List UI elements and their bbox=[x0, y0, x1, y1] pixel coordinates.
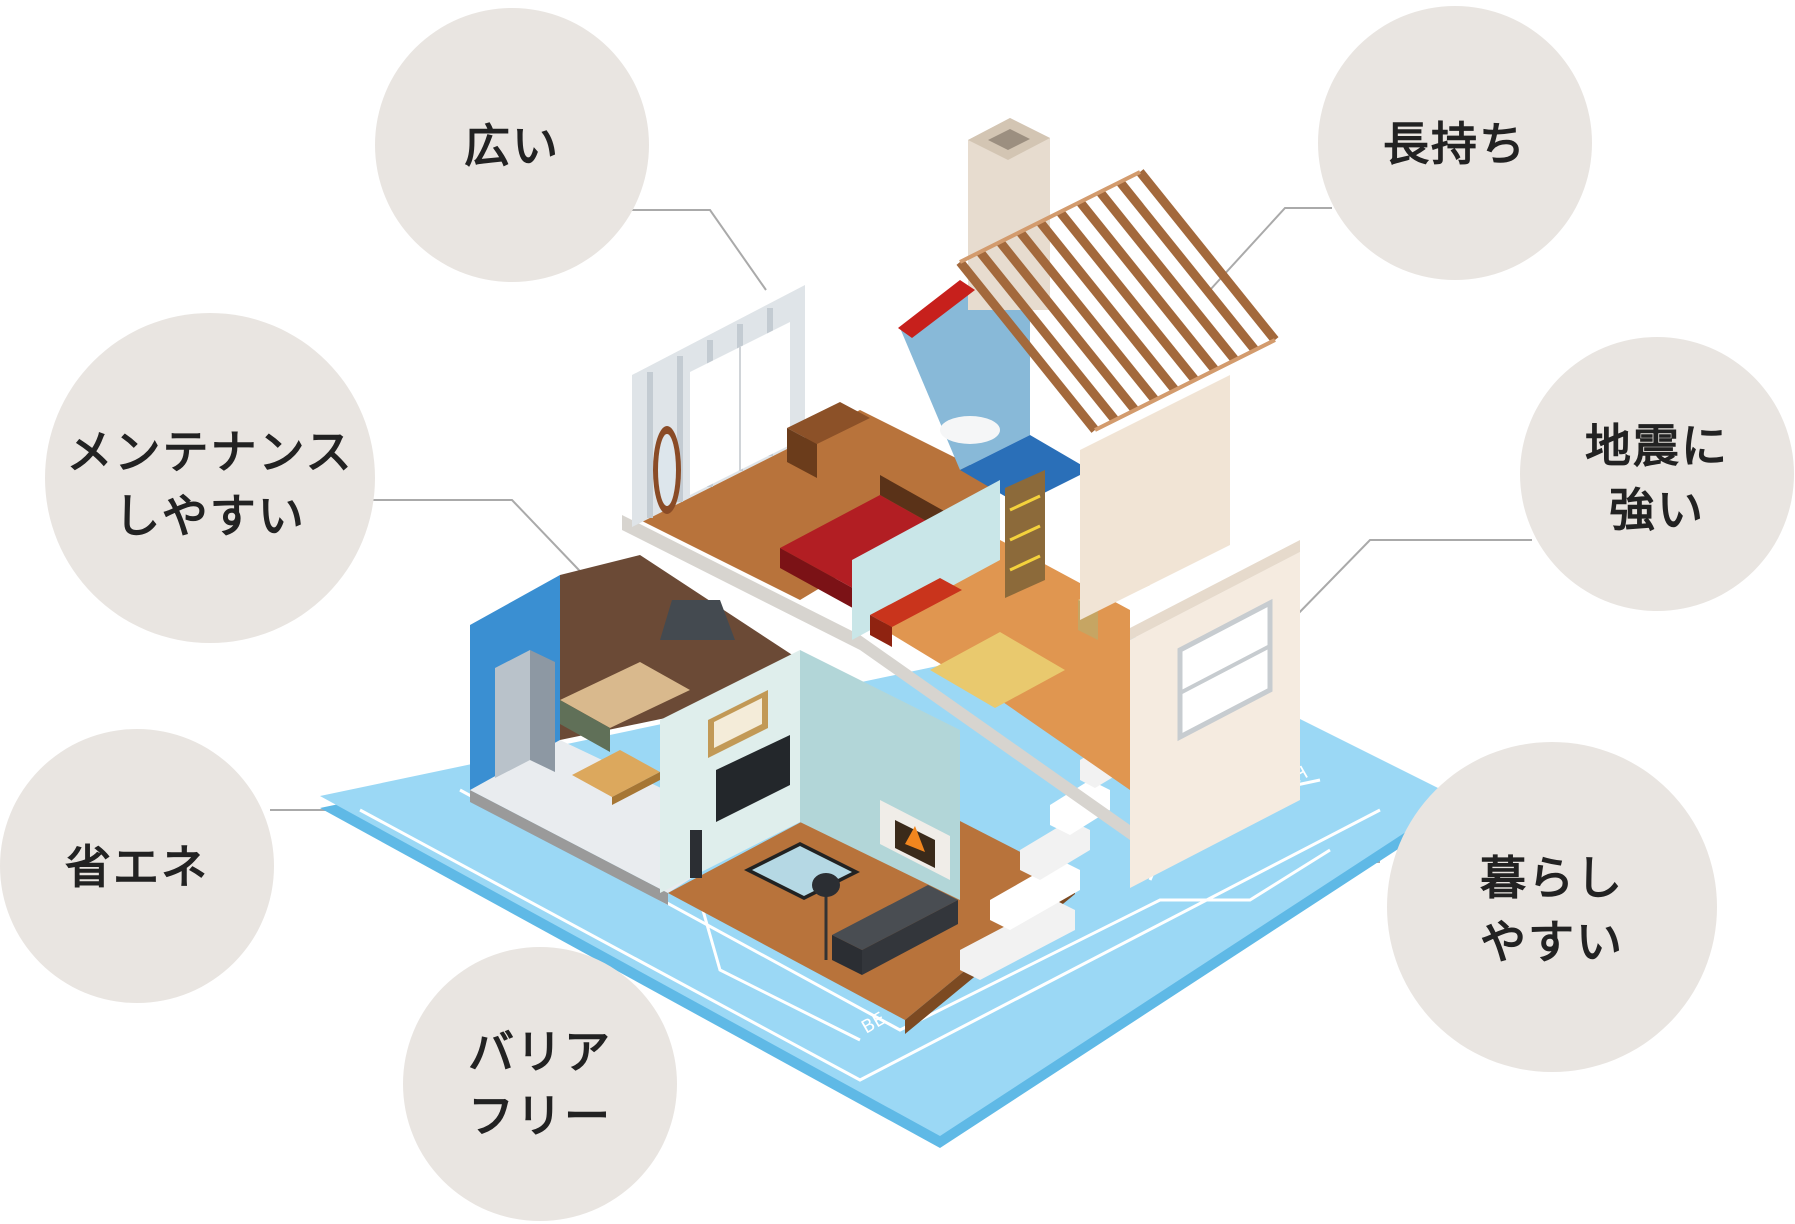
feature-label-jishin-1: 地震に bbox=[1585, 419, 1729, 473]
sofa bbox=[832, 885, 958, 950]
feature-bubble-jishin: 地震に 強い bbox=[1520, 337, 1794, 611]
feature-bubble-barrierfree: バリア フリー bbox=[403, 947, 677, 1221]
red-sofa bbox=[870, 578, 962, 627]
bedroom-floor bbox=[640, 410, 1000, 600]
roof-rafters bbox=[956, 169, 1279, 433]
gable-wall bbox=[1080, 375, 1230, 620]
feature-bubbles: 広い 長持ち メンテナンス しやすい 地震に 強い 省エネ 暮らし やすい バリ… bbox=[0, 6, 1794, 1221]
fridge bbox=[495, 650, 530, 778]
bathroom-sink bbox=[940, 416, 1000, 444]
feature-label-nagamochi: 長持ち bbox=[1383, 117, 1527, 171]
kitchen-counter bbox=[560, 662, 690, 728]
television bbox=[716, 735, 790, 822]
leader-line-hiroi bbox=[632, 209, 767, 291]
feature-label-jishin-2: 強い bbox=[1609, 483, 1705, 537]
range-hood bbox=[660, 600, 735, 640]
feature-label-barrierfree-1: バリア bbox=[468, 1025, 612, 1079]
bathroom-wall bbox=[900, 285, 1030, 470]
feature-bubble-shoene: 省エネ bbox=[0, 729, 274, 1003]
feature-label-maintenance-1: メンテナンス bbox=[66, 425, 353, 479]
floor-lamp bbox=[812, 873, 840, 897]
feature-bubble-kurashi: 暮らし やすい bbox=[1387, 742, 1717, 1072]
feature-label-hiroi: 広い bbox=[464, 119, 560, 173]
leader-line-maintenance bbox=[372, 499, 599, 591]
speaker-left bbox=[690, 830, 702, 878]
dining-table bbox=[572, 750, 660, 797]
bed bbox=[780, 495, 960, 592]
roof-edge bbox=[898, 280, 975, 338]
feature-bubble-hiroi: 広い bbox=[375, 8, 649, 282]
upper-floor-slab bbox=[622, 515, 1130, 840]
house-illustration: BATH BE bbox=[320, 118, 1458, 1148]
feature-label-kurashi-1: 暮らし bbox=[1480, 851, 1624, 905]
feature-label-barrierfree-2: フリー bbox=[468, 1089, 612, 1143]
feature-label-shoene: 省エネ bbox=[65, 840, 209, 894]
feature-bubble-nagamochi: 長持ち bbox=[1318, 6, 1592, 280]
dresser bbox=[787, 402, 870, 444]
leader-line-jishin bbox=[1291, 539, 1532, 621]
feature-label-maintenance-2: しやすい bbox=[114, 489, 306, 543]
rug bbox=[930, 632, 1065, 708]
leader-line-nagamochi bbox=[1209, 207, 1332, 291]
feature-bubble-maintenance: メンテナンス しやすい bbox=[45, 313, 375, 643]
upper-living-wall bbox=[852, 480, 1000, 640]
feature-label-kurashi-2: やすい bbox=[1480, 915, 1624, 969]
